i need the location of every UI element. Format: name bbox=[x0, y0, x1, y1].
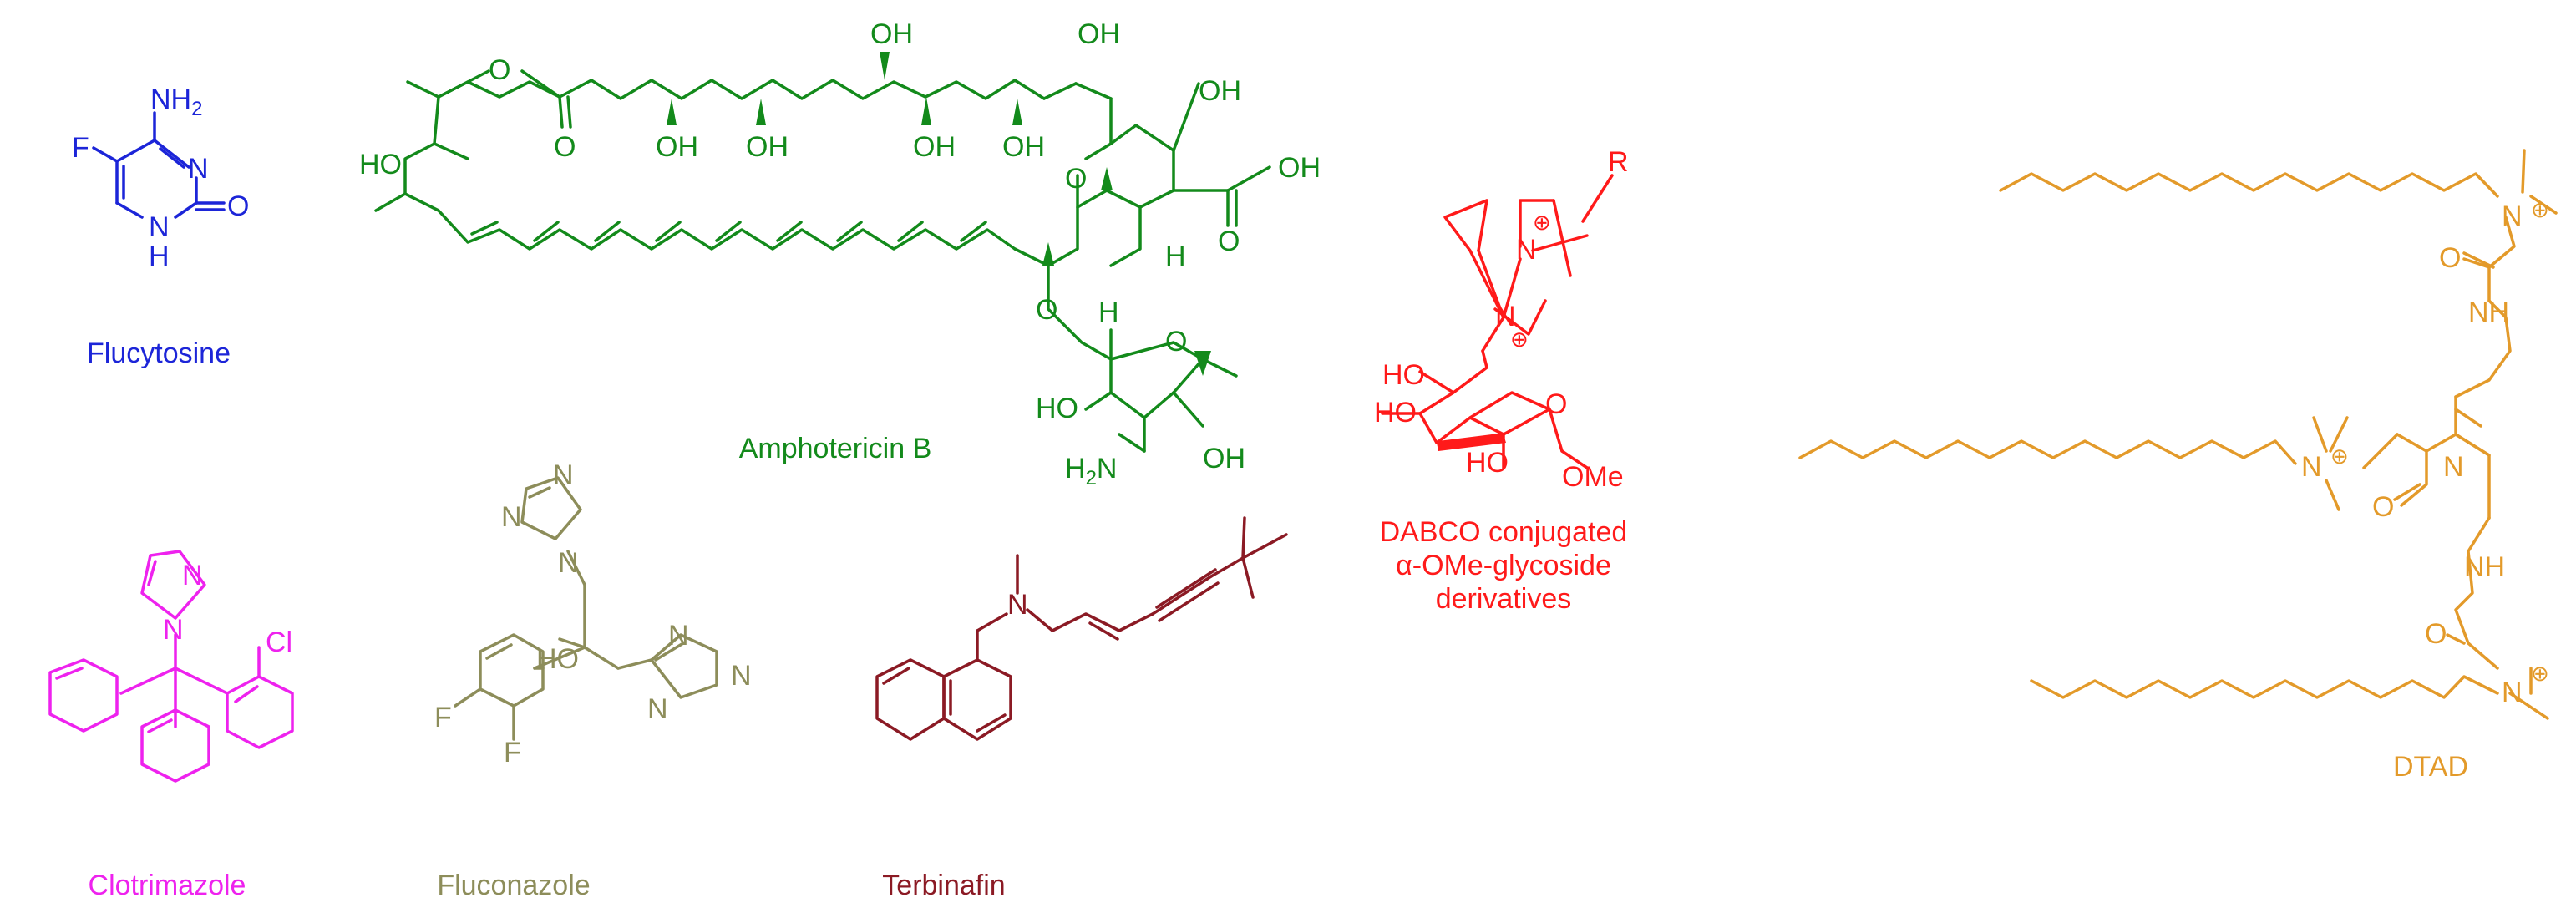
dabco-plus-upper: ⊕ bbox=[1533, 210, 1551, 235]
dtad-n-label-center: N bbox=[2443, 451, 2464, 483]
amphotericin-sugar-ho-label: HO bbox=[1036, 393, 1078, 424]
fluconazole-ho-label: HO bbox=[536, 643, 579, 675]
amphotericin-b-name: Amphotericin B bbox=[738, 433, 932, 464]
amphotericin-ring-o-label: O bbox=[489, 54, 510, 86]
dabco-r-label: R bbox=[1608, 146, 1629, 178]
dtad-plus-2: ⊕ bbox=[2330, 444, 2349, 469]
clotrimazole-name: Clotrimazole bbox=[88, 870, 246, 901]
flucytosine-n3-label: N bbox=[188, 153, 209, 185]
flucytosine-nh2-label: NH2 bbox=[150, 84, 202, 120]
clotrimazole-n-upper-label: N bbox=[182, 560, 203, 591]
fluconazole-name: Fluconazole bbox=[437, 870, 591, 901]
amphotericin-sugar-o-label: O bbox=[1165, 326, 1187, 358]
clotrimazole-cl-label: Cl bbox=[266, 626, 292, 658]
amphotericin-ho-label: HO bbox=[359, 149, 402, 180]
dtad-name: DTAD bbox=[2392, 751, 2469, 783]
amphotericin-acid-oh-label: OH bbox=[1278, 152, 1321, 184]
flucytosine-h-label: H bbox=[149, 241, 170, 272]
dabco-plus-lower: ⊕ bbox=[1510, 327, 1529, 352]
dtad-plus-1: ⊕ bbox=[2531, 197, 2549, 222]
amphotericin-carbonyl-o-label: O bbox=[554, 131, 576, 163]
amphotericin-sugar-oh-label: OH bbox=[1203, 443, 1245, 474]
dabco-ome-label: OMe bbox=[1562, 461, 1624, 493]
fluconazole-n-label-4: N bbox=[668, 620, 689, 652]
amphotericin-oh-label-2: OH bbox=[1078, 18, 1120, 50]
dabco-name-line-3: derivatives bbox=[1435, 583, 1572, 616]
amphotericin-oh-label-4: OH bbox=[656, 131, 698, 163]
dtad-o-label-3: O bbox=[2425, 618, 2447, 650]
dabco-name-line-2: α-OMe-glycoside bbox=[1396, 550, 1611, 582]
fluconazole-n-label-2: N bbox=[501, 501, 522, 533]
flucytosine-n1-label: N bbox=[149, 211, 170, 243]
dabco-name-line-1: DABCO conjugated bbox=[1379, 516, 1628, 548]
amphotericin-h-label: H bbox=[1165, 241, 1186, 272]
terbinafin-name: Terbinafin bbox=[882, 870, 1006, 901]
clotrimazole-n-lower-label: N bbox=[163, 614, 184, 646]
amphotericin-glyco-o-label: O bbox=[1036, 294, 1057, 326]
dabco-ho-label-1: HO bbox=[1382, 359, 1425, 391]
dabco-ho-label-3: HO bbox=[1466, 447, 1509, 479]
dabco-ring-o-label: O bbox=[1545, 388, 1567, 420]
amphotericin-oh-label-6: OH bbox=[913, 131, 956, 163]
fluconazole-f-label-1: F bbox=[434, 702, 452, 733]
fluconazole-n-label-6: N bbox=[647, 693, 668, 725]
amphotericin-oh-label-7: OH bbox=[1002, 131, 1045, 163]
amphotericin-pyran-o-label: O bbox=[1065, 163, 1087, 195]
dabco-n-lower-label: N bbox=[1495, 301, 1516, 332]
fluconazole-n-label-3: N bbox=[558, 547, 579, 579]
dabco-name: DABCO conjugated α-OMe-glycoside derivat… bbox=[1345, 515, 1662, 616]
amphotericin-acid-o-label: O bbox=[1218, 226, 1240, 257]
dabco-ho-label-2: HO bbox=[1374, 397, 1417, 429]
dtad-n-label-1: N bbox=[2502, 200, 2523, 232]
fluconazole-f-label-2: F bbox=[504, 737, 521, 769]
terbinafin-n-label: N bbox=[1007, 589, 1028, 621]
fluconazole-n-label-1: N bbox=[553, 459, 574, 491]
dtad-o-label-2: O bbox=[2372, 491, 2394, 523]
amphotericin-h2n-label: H2N bbox=[1065, 453, 1117, 490]
flucytosine-f-label: F bbox=[72, 132, 89, 164]
amphotericin-oh-label-3: OH bbox=[1199, 75, 1241, 107]
amphotericin-oh-label-5: OH bbox=[746, 131, 789, 163]
dtad-n-label-2: N bbox=[2301, 451, 2322, 483]
amphotericin-sugar-h-label: H bbox=[1098, 297, 1119, 328]
flucytosine-name: Flucytosine bbox=[87, 337, 231, 369]
flucytosine-o-label: O bbox=[227, 190, 249, 222]
dtad-nh-label-1: NH bbox=[2468, 297, 2509, 328]
dtad-o-label-1: O bbox=[2439, 242, 2461, 274]
dtad-plus-3: ⊕ bbox=[2531, 661, 2549, 686]
amphotericin-oh-label-1: OH bbox=[870, 18, 913, 50]
dabco-n-upper-label: N bbox=[1516, 234, 1537, 266]
dtad-n-label-3: N bbox=[2502, 677, 2523, 708]
dtad-nh-label-2: NH bbox=[2464, 551, 2505, 583]
fluconazole-n-label-5: N bbox=[731, 660, 752, 692]
